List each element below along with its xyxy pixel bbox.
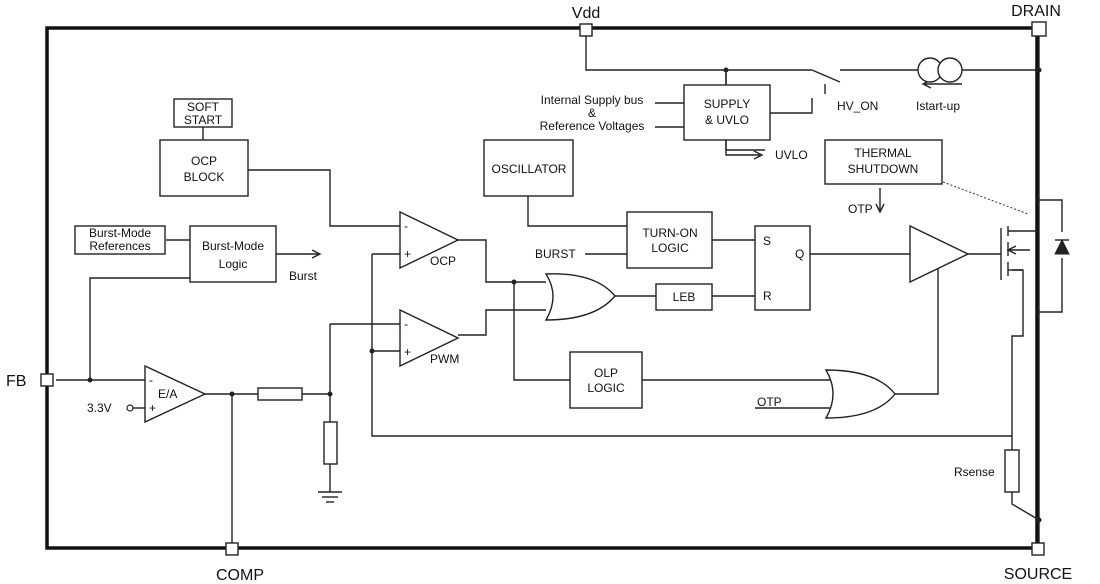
vdd-pin[interactable] [579, 23, 593, 37]
uvlo-label: UVLO [775, 148, 808, 162]
svg-text:Q: Q [795, 247, 804, 261]
source-label: SOURCE [1004, 566, 1072, 583]
or-gate-olp [824, 369, 896, 419]
svg-text:E/A: E/A [158, 387, 177, 401]
internal-supply-label: Internal Supply bus [541, 93, 644, 107]
pwm-comparator: - + PWM [399, 308, 460, 368]
pwm-resistor [323, 421, 338, 465]
svg-text:PWM: PWM [430, 352, 459, 366]
burst-in-label: BURST [535, 247, 576, 261]
source-pin[interactable] [1031, 542, 1045, 556]
svg-text:References: References [89, 239, 150, 253]
svg-text:OCP: OCP [430, 254, 456, 268]
svg-text:OLP: OLP [594, 366, 618, 380]
mosfet-icon [1000, 226, 1039, 280]
comp-label: COMP [216, 567, 264, 584]
svg-text:TURN-ON: TURN-ON [642, 226, 697, 240]
ocp-block: OCP BLOCK [159, 139, 249, 197]
junctions [87, 67, 1042, 523]
burst-logic-block: Burst-Mode Logic [189, 225, 277, 283]
reference-voltages-label: Reference Voltages [540, 119, 645, 133]
otp-in-label: OTP [757, 395, 782, 409]
leb-block: LEB [655, 283, 713, 311]
otp-out-label: OTP [848, 202, 873, 216]
svg-text:& UVLO: & UVLO [705, 113, 749, 127]
svg-text:LOGIC: LOGIC [587, 381, 625, 395]
svg-text:+: + [149, 401, 156, 415]
current-source-icon [917, 57, 963, 83]
svg-text:SOFT: SOFT [187, 100, 220, 114]
wires [56, 36, 1063, 543]
chip-outline [45, 26, 1039, 550]
thermal-shutdown-block: THERMAL SHUTDOWN [824, 139, 943, 185]
ref-3v3-label: 3.3V [87, 401, 112, 415]
drain-pin[interactable] [1031, 21, 1047, 37]
svg-text:-: - [404, 317, 408, 331]
soft-start-block: SOFT START [173, 98, 233, 128]
svg-text:LOGIC: LOGIC [651, 241, 689, 255]
olp-logic-block: OLP LOGIC [569, 351, 643, 409]
svg-text:SUPPLY: SUPPLY [704, 97, 750, 111]
burst-refs-block: Burst-Mode References [74, 225, 166, 255]
supply-uvlo-block: SUPPLY & UVLO [683, 84, 771, 141]
svg-text:Burst-Mode: Burst-Mode [202, 239, 264, 253]
svg-text:LEB: LEB [673, 290, 696, 304]
ocp-comparator: - + OCP [399, 210, 460, 270]
vdd-label: Vdd [572, 5, 600, 22]
svg-text:Burst-Mode: Burst-Mode [89, 226, 151, 240]
sr-latch: S Q R [754, 225, 811, 311]
comp-pin[interactable] [225, 542, 239, 556]
svg-text:OSCILLATOR: OSCILLATOR [492, 162, 567, 176]
svg-text:THERMAL: THERMAL [854, 146, 912, 160]
svg-text:BLOCK: BLOCK [184, 170, 225, 184]
svg-text:OCP: OCP [191, 154, 217, 168]
rsense-resistor [1004, 449, 1020, 493]
body-diode-icon [1054, 238, 1070, 255]
gate-driver [909, 224, 970, 284]
pins: Vdd DRAIN FB COMP SOURCE [6, 3, 1072, 584]
fb-pin[interactable] [40, 373, 54, 387]
hv-on-label: HV_ON [837, 99, 878, 113]
or-gate-main [544, 273, 616, 321]
ground-icon [318, 491, 342, 503]
oscillator-block: OSCILLATOR [483, 139, 574, 197]
svg-text:+: + [404, 247, 411, 261]
svg-text:-: - [404, 219, 408, 233]
turn-on-logic-block: TURN-ON LOGIC [626, 211, 713, 269]
error-amplifier: - + E/A [144, 364, 207, 424]
rsense-label: Rsense [954, 465, 995, 479]
svg-text:+: + [404, 345, 411, 359]
ampersand-label: & [588, 106, 596, 120]
svg-text:-: - [149, 373, 153, 387]
burst-out-label: Burst [289, 269, 318, 283]
svg-text:R: R [763, 289, 772, 303]
svg-text:SHUTDOWN: SHUTDOWN [848, 162, 919, 176]
istart-up-label: Istart-up [916, 99, 960, 113]
svg-text:START: START [184, 113, 223, 127]
drain-label: DRAIN [1011, 3, 1061, 20]
svg-text:S: S [763, 234, 771, 248]
fb-label: FB [6, 373, 26, 390]
comp-resistor [257, 387, 303, 401]
svg-text:Logic: Logic [219, 257, 248, 271]
